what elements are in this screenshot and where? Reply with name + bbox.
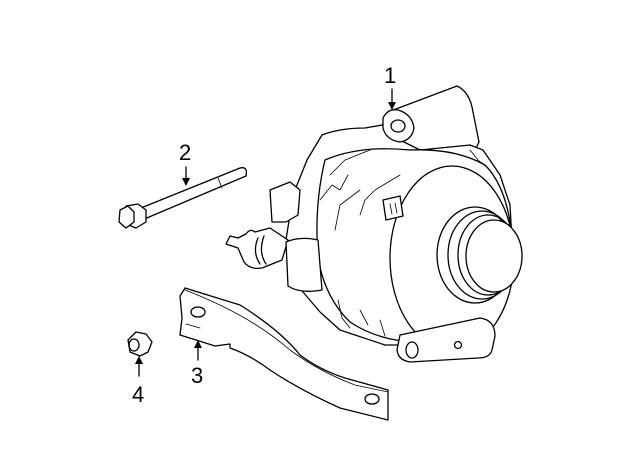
- callout-1[interactable]: 1: [384, 63, 397, 88]
- alternator-part[interactable]: [225, 85, 523, 363]
- callout-2[interactable]: 2: [179, 140, 192, 165]
- callout-4[interactable]: 4: [132, 382, 145, 407]
- nut-part[interactable]: [127, 331, 153, 357]
- bolt-part[interactable]: [118, 167, 248, 229]
- callout-3[interactable]: 3: [191, 363, 204, 388]
- bracket-part[interactable]: [179, 287, 389, 421]
- leader-arrows: [135, 88, 396, 377]
